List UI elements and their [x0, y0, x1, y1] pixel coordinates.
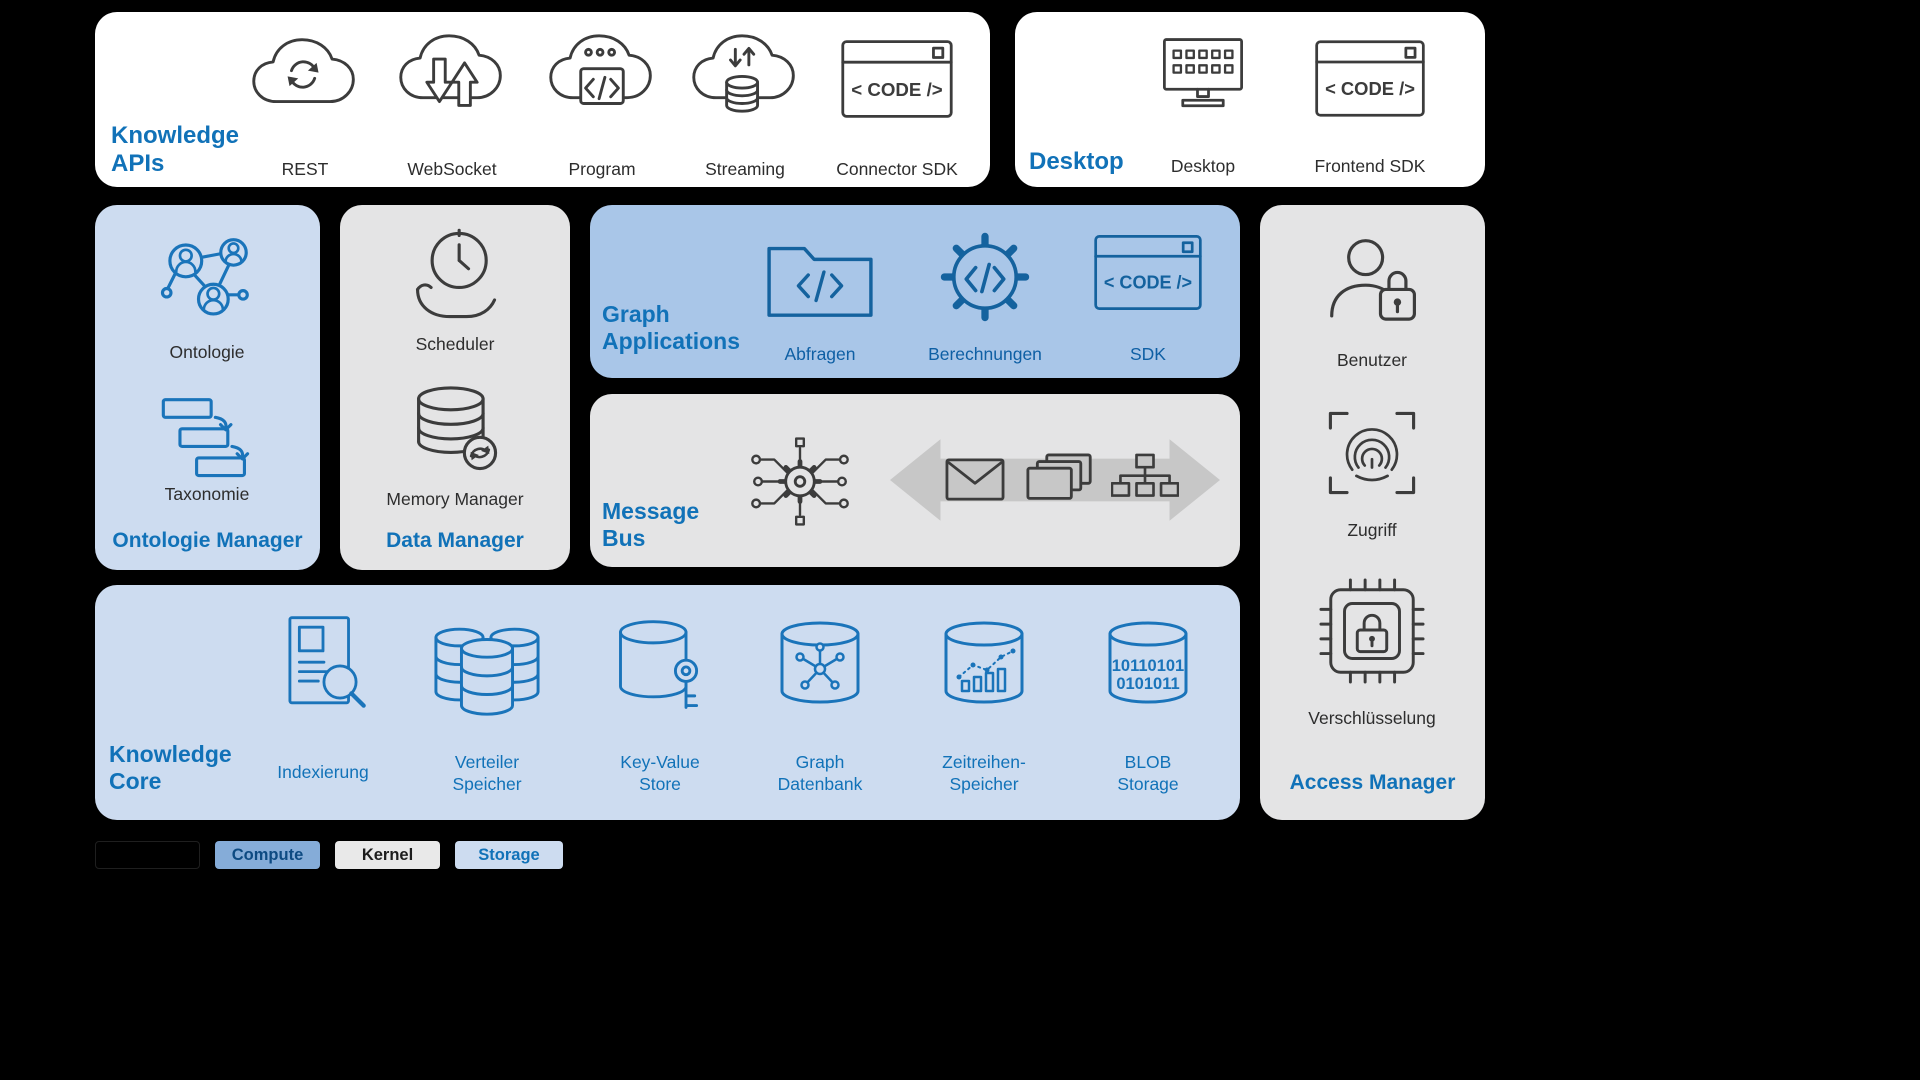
folders-icon: [1026, 453, 1094, 506]
fingerprint-icon: [1320, 401, 1424, 505]
knowledge-core-title: Knowledge Core: [109, 741, 232, 794]
item-label: Berechnungen: [928, 344, 1042, 364]
envelope-icon: [945, 458, 1005, 501]
code-window-icon: [839, 36, 955, 122]
graph-applications-title: Graph Applications: [602, 301, 741, 354]
data-manager-title: Data Manager: [386, 529, 524, 552]
item-label: WebSocket: [407, 159, 497, 179]
item-label: REST: [281, 159, 329, 179]
flow-boxes-icon: [155, 383, 259, 487]
cloud-code-icon: [544, 26, 660, 123]
item-label: SDK: [1130, 344, 1166, 364]
item-label: Scheduler: [415, 334, 495, 354]
monitor-icon: [1146, 32, 1260, 117]
item-label: Streaming: [705, 159, 785, 179]
sitemap-icon: [1111, 453, 1179, 506]
user-lock-icon: [1319, 229, 1425, 335]
legend-compute: Compute: [215, 841, 320, 869]
legend-storage: Storage: [455, 841, 563, 869]
folder-code-icon: [761, 229, 879, 323]
database-stack-icon: [428, 613, 546, 723]
cloud-sync-icon: [247, 30, 363, 119]
knowledge-apis-panel: Knowledge APIs REST WebSocket Program St…: [95, 12, 990, 187]
logo-box: [95, 841, 200, 869]
database-binary-icon: [1093, 613, 1203, 723]
item-label: Indexierung: [277, 762, 369, 782]
item-label: Frontend SDK: [1314, 156, 1426, 176]
hub-gear-icon: [738, 429, 862, 534]
data-manager-panel: Scheduler Memory Manager Data Manager: [340, 205, 570, 570]
ontologie-manager-panel: Ontologie Taxonomie Ontologie Manager: [95, 205, 320, 570]
access-manager-title: Access Manager: [1289, 771, 1456, 794]
item-label: BLOB Storage: [1117, 752, 1179, 794]
message-bus-title: Message Bus: [602, 498, 700, 551]
cloud-database-icon: [687, 26, 803, 123]
cloud-arrows-icon: [394, 26, 510, 123]
item-label: Graph Datenbank: [777, 752, 863, 794]
item-label: Zugriff: [1347, 520, 1397, 540]
item-label: Key-Value Store: [620, 752, 700, 794]
knowledge-apis-title: Knowledge APIs: [111, 122, 240, 177]
legend-kernel-label: Kernel: [361, 845, 414, 864]
network-users-icon: [154, 227, 260, 333]
gear-code-icon: [933, 225, 1037, 329]
database-key-icon: [607, 613, 713, 719]
code-window-icon: [1092, 231, 1204, 314]
item-label: Benutzer: [1336, 350, 1408, 370]
item-label: Memory Manager: [386, 489, 524, 509]
legend-kernel: Kernel: [335, 841, 440, 869]
graph-applications-panel: Graph Applications Abfragen Berechnungen…: [590, 205, 1240, 378]
item-label: Abfragen: [784, 344, 856, 364]
code-window-icon: [1313, 36, 1427, 121]
document-search-icon: [271, 613, 375, 717]
item-label: Program: [568, 159, 636, 179]
desktop-panel: Desktop Desktop Frontend SDK: [1015, 12, 1485, 187]
database-chart-icon: [929, 613, 1039, 723]
message-bus-panel: Message Bus: [590, 394, 1240, 567]
ontologie-manager-title: Ontologie Manager: [112, 529, 303, 552]
item-label: Verschlüsselung: [1308, 708, 1436, 728]
access-manager-panel: Benutzer Zugriff Verschlüsselung Access …: [1260, 205, 1485, 820]
clock-hand-icon: [403, 223, 507, 327]
item-label: Verteiler Speicher: [452, 752, 522, 794]
database-sync-icon: [403, 377, 507, 481]
knowledge-core-panel: Knowledge Core Indexierung Verteiler Spe…: [95, 585, 1240, 820]
database-graph-icon: [765, 613, 875, 723]
desktop-title: Desktop: [1029, 148, 1124, 175]
item-label: Connector SDK: [836, 159, 958, 179]
item-label: Zeitreihen- Speicher: [942, 752, 1026, 794]
legend-compute-label: Compute: [231, 845, 304, 864]
item-label: Taxonomie: [164, 484, 250, 504]
chip-lock-icon: [1318, 577, 1426, 685]
item-label: Ontologie: [169, 342, 245, 362]
item-label: Desktop: [1170, 156, 1236, 176]
legend-storage-label: Storage: [478, 845, 540, 864]
